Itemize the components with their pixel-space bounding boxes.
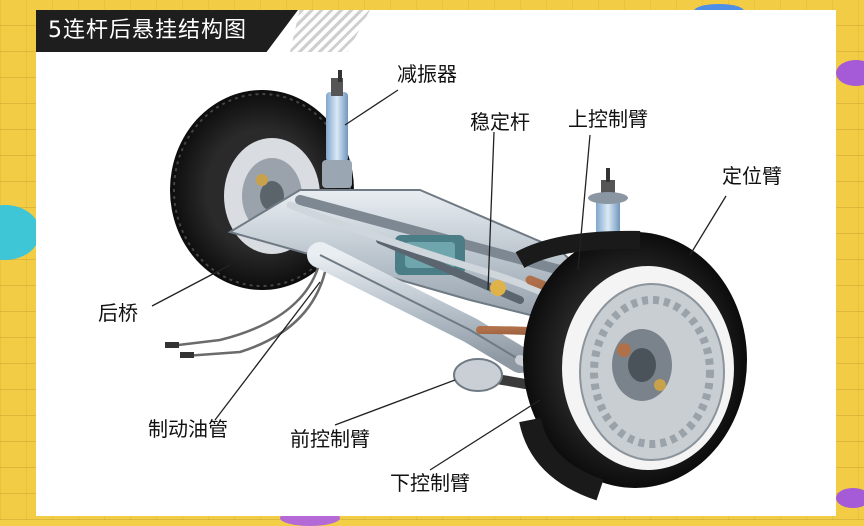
purple-blob-decoration-2	[836, 488, 864, 508]
label-front-control-arm: 前控制臂	[290, 427, 370, 451]
brake-line-end-2	[180, 352, 194, 358]
stabilizer-bar-shape	[286, 201, 564, 304]
brake-line-shape	[169, 267, 320, 348]
brake-line-shape-2	[184, 271, 327, 358]
brake-line-end	[165, 342, 179, 348]
page-title: 5连杆后悬挂结构图	[48, 18, 247, 43]
left-shock-absorber	[322, 70, 352, 188]
label-lower-control-arm: 下控制臂	[390, 471, 470, 495]
leader-lines	[151, 89, 727, 471]
label-shock-absorber: 减振器	[397, 62, 457, 86]
right-wheel	[515, 230, 747, 501]
title-bar	[36, 10, 298, 52]
label-trailing-arm: 定位臂	[722, 164, 782, 188]
label-brake-line: 制动油管	[148, 417, 228, 441]
label-stabilizer-bar: 稳定杆	[470, 110, 530, 134]
label-upper-control-arm: 上控制臂	[568, 107, 648, 131]
purple-blob-decoration	[836, 60, 864, 86]
label-rear-axle: 后桥	[98, 301, 138, 325]
